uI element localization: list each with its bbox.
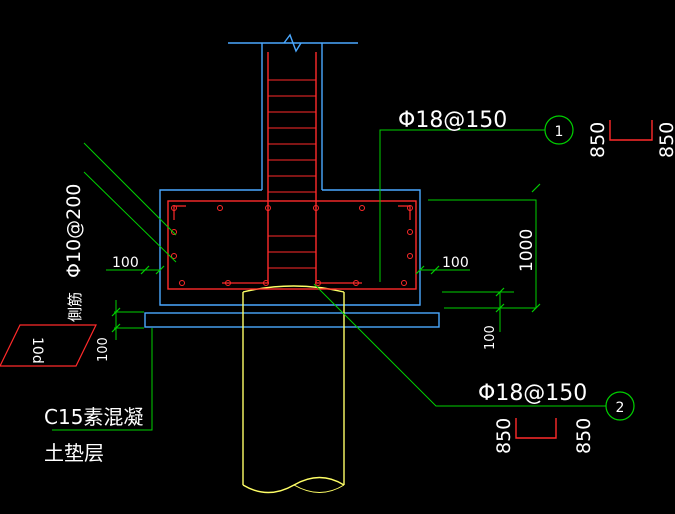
callout-circle-2 [605, 391, 635, 421]
top-rebar-label: Φ18@150 [398, 108, 507, 133]
pile-cap-outline [159, 189, 421, 306]
stirrup-label: Φ10@200 [63, 184, 85, 278]
ground-line [228, 33, 358, 53]
concrete-pad [144, 312, 440, 328]
shape2-left-dim: 850 [493, 418, 515, 454]
leader-lines [52, 129, 606, 431]
callout-number-2: 2 [616, 400, 625, 416]
shape1-left-dim: 850 [587, 122, 609, 158]
bar-shape-1 [609, 120, 653, 141]
wall-outline [261, 43, 323, 190]
concrete-label-line1: C15素混凝 [44, 405, 143, 429]
pile [242, 285, 345, 494]
shape2-right-dim: 850 [573, 418, 595, 454]
cover-right-label: 100 [442, 255, 469, 271]
dimension-ticks [111, 183, 541, 333]
concrete-label-line2: 土垫层 [44, 441, 104, 465]
wall-rebar [267, 52, 317, 283]
side-rebar-label: 側筋 [66, 292, 84, 322]
pad-thickness-left-label: 100 [96, 337, 111, 362]
callout-number-1: 1 [555, 124, 564, 140]
lap-label: 10d [29, 337, 45, 364]
pad-thickness-right-label: 100 [483, 325, 498, 350]
cover-left-label: 100 [112, 255, 139, 271]
cap-rebar [167, 200, 417, 290]
lap-sketch [0, 324, 97, 367]
bottom-rebar-label: Φ18@150 [478, 381, 587, 406]
shape1-right-dim: 850 [656, 122, 675, 158]
bar-shape-2 [515, 418, 557, 439]
height-label: 1000 [517, 229, 537, 272]
callout-circle-1 [544, 115, 574, 145]
